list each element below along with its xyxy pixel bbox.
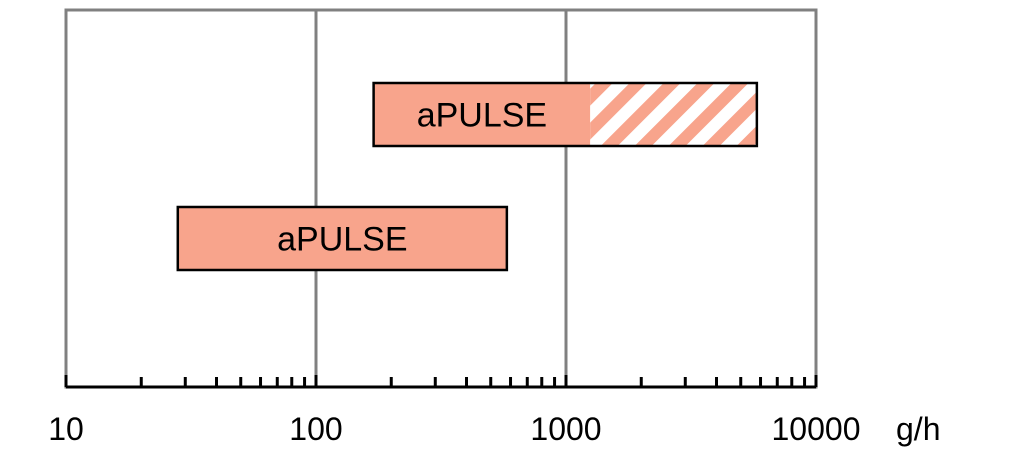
- bar-solid-segment: [177, 207, 507, 270]
- bar-outline: [372, 81, 759, 148]
- bar-hatched-segment: [590, 83, 757, 146]
- x-tick-label-1000: 1000: [530, 411, 601, 447]
- bar-2: aPULSE: [176, 205, 509, 272]
- x-tick-label-10000: 10000: [772, 411, 861, 447]
- bar-outline: [176, 205, 509, 272]
- grid-lines: [314, 10, 568, 387]
- tick-marks: [64, 375, 818, 387]
- bar-1: aPULSE: [372, 81, 759, 148]
- x-unit-label: g/h: [896, 411, 940, 447]
- x-tick-label-100: 100: [289, 411, 342, 447]
- plot-frame: [64, 8, 818, 389]
- tick-labels: 10 100 1000 10000: [48, 411, 860, 447]
- bar-label: aPULSE: [277, 221, 407, 259]
- x-tick-label-10: 10: [48, 411, 84, 447]
- bar-label: aPULSE: [417, 97, 547, 135]
- bar-solid-segment: [373, 83, 591, 146]
- bars-group: aPULSE aPULSE: [176, 81, 759, 272]
